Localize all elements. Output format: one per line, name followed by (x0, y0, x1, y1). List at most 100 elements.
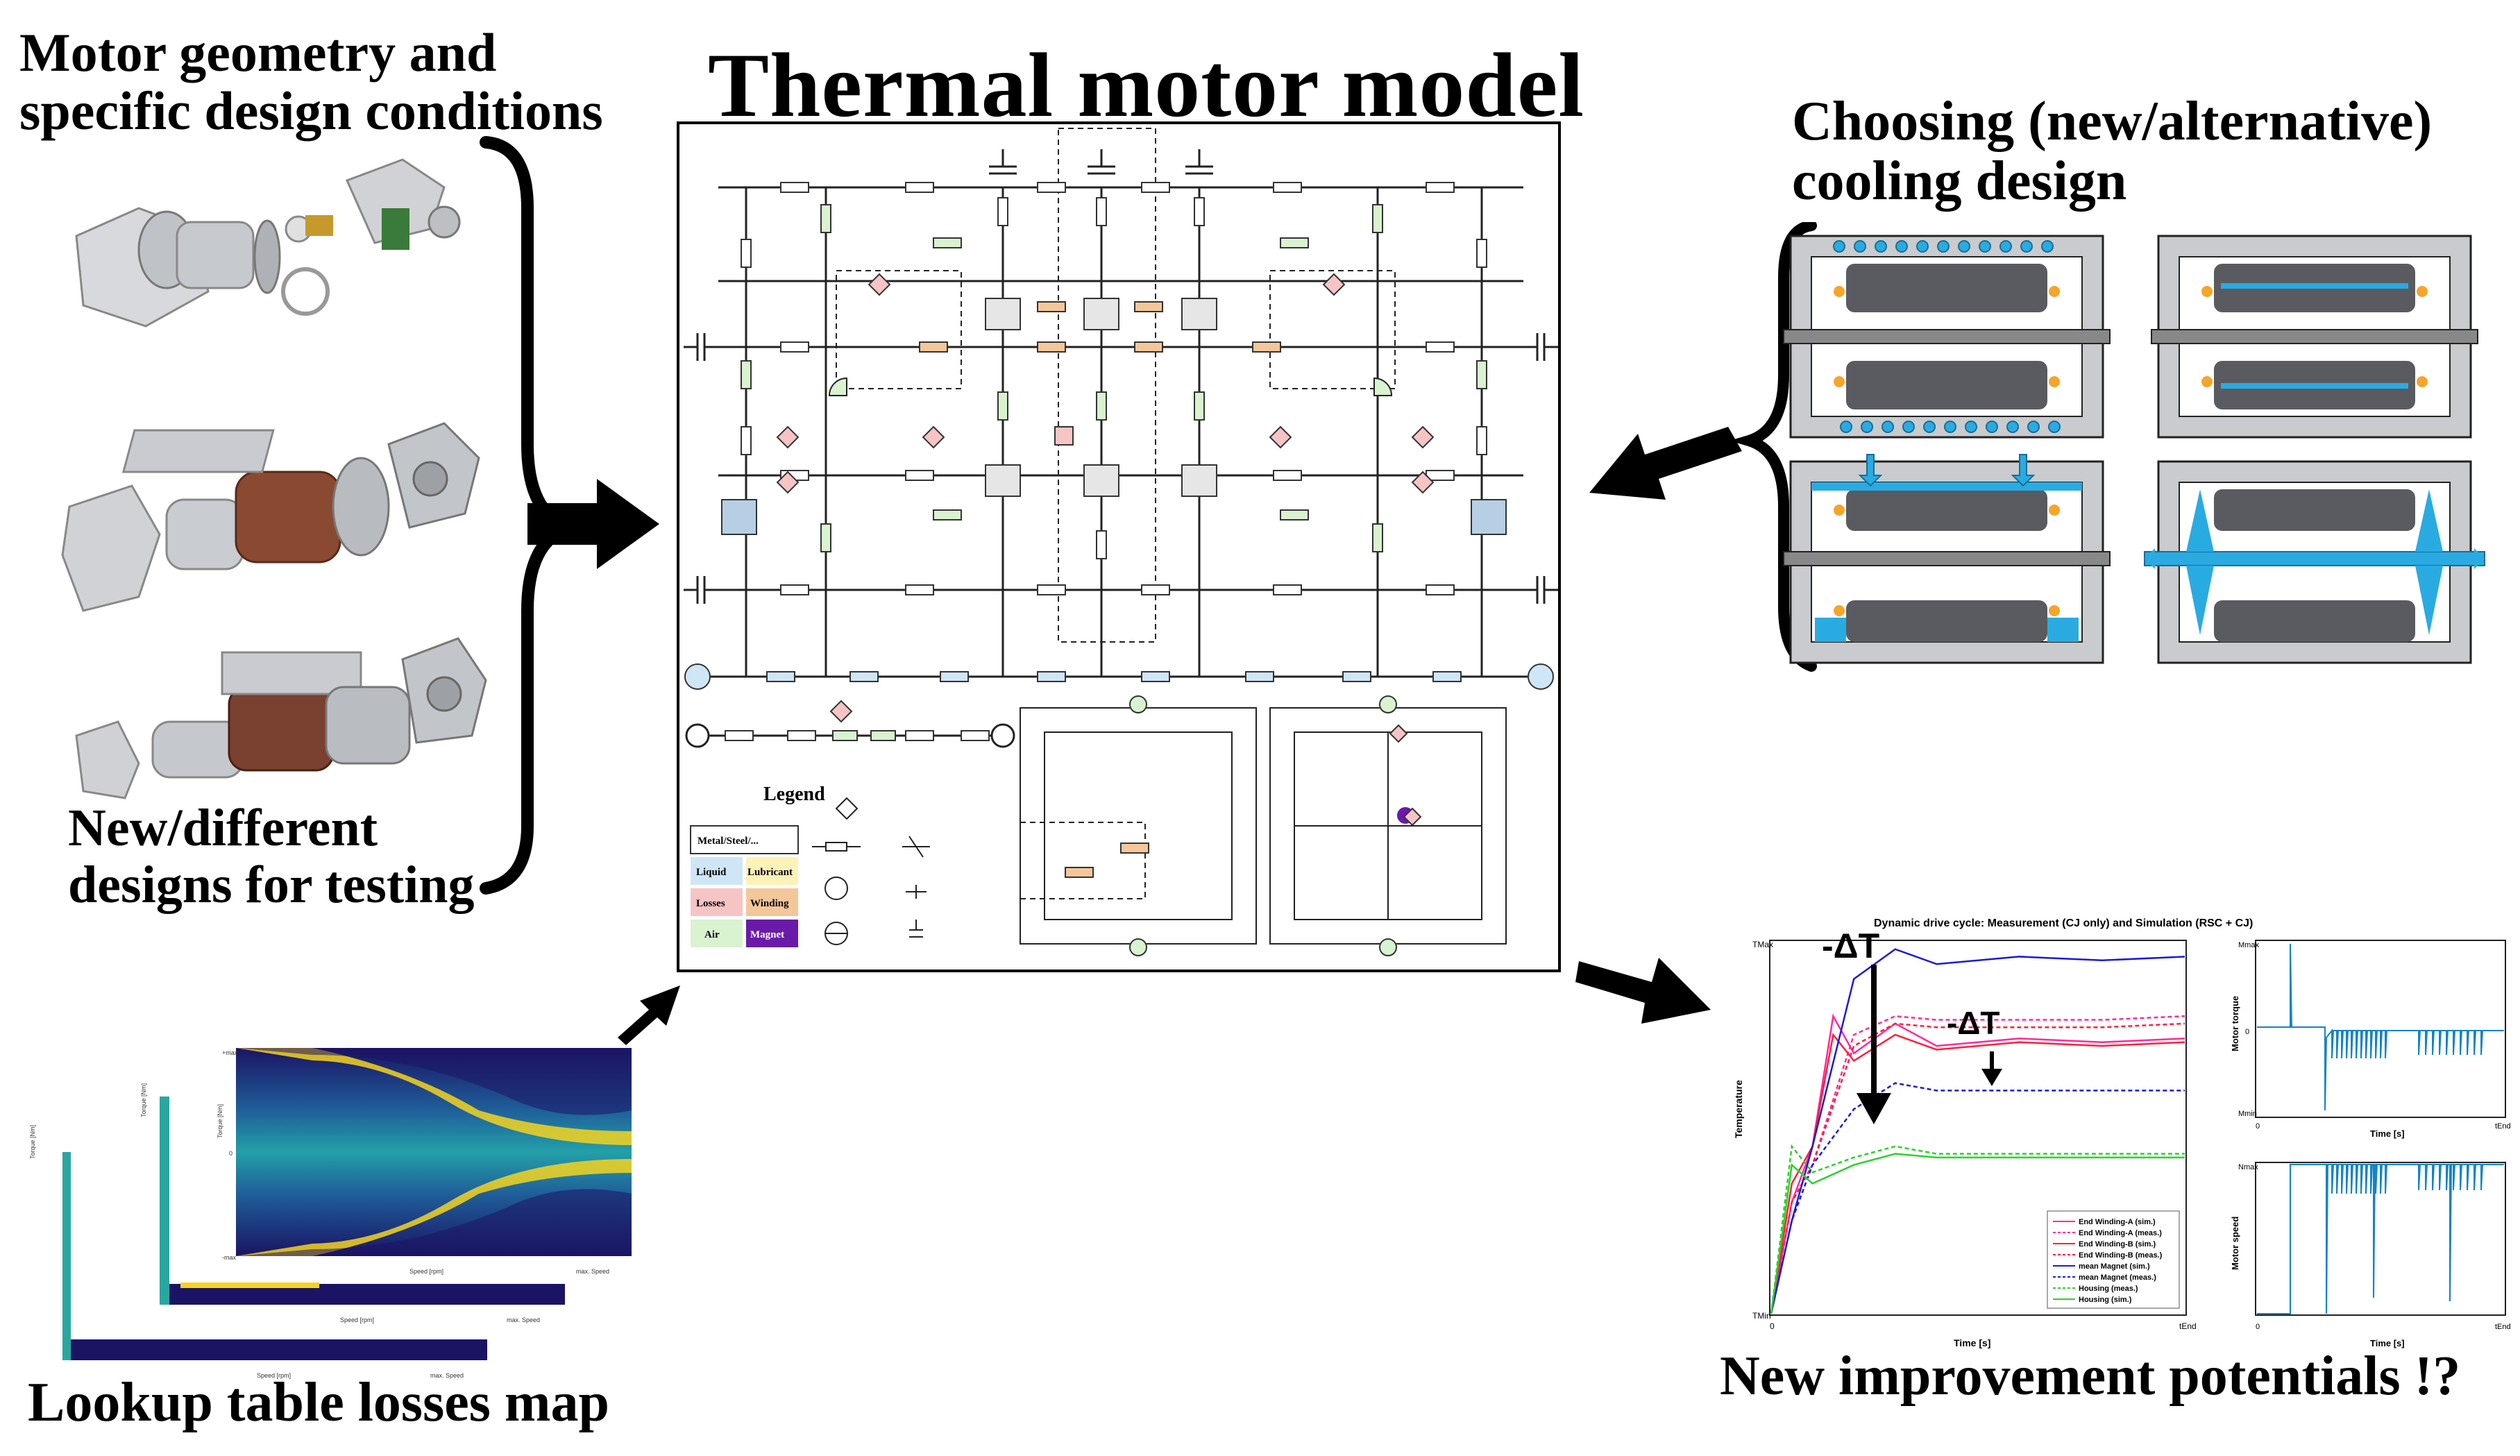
legend-metal: Metal/Steel/... (697, 836, 759, 847)
new-designs-title: New/different designs for testing (68, 799, 475, 913)
torque-ymin: Mmin (2238, 1110, 2257, 1118)
drive-cycle-title: Dynamic drive cycle: Measurement (CJ onl… (1874, 917, 2253, 929)
temperature-line-4 (1770, 948, 2185, 1314)
legend-losses: Losses (696, 898, 725, 909)
legend-label-5: mean Magnet (meas.) (2079, 1273, 2156, 1282)
heatmap-back-ylabel: Torque [Nm] (29, 1125, 36, 1159)
network-frame (677, 121, 1561, 972)
bottom-loss-icon (829, 700, 853, 723)
torque-yzero: 0 (2245, 1028, 2249, 1036)
motor-geometry-title: Motor geometry and specific design condi… (19, 22, 603, 142)
lookup-arrow-icon (618, 985, 680, 1045)
legend-label-2: End Winding-B (sim.) (2079, 1240, 2156, 1248)
delta-t-arrow-2: -ΔT (1947, 1005, 2002, 1086)
delta-t-arrow-1: -ΔT (1822, 926, 1891, 1124)
network-dashed-groups (836, 128, 1396, 643)
motor-drawing-2 (61, 422, 480, 612)
heatmap-back: Speed [rpm] Torque [Nm] max. Speed (29, 1125, 487, 1379)
heatmap-middle-xmax: max. Speed (507, 1317, 540, 1323)
legend-label-6: Housing (meas.) (2079, 1285, 2138, 1293)
input-arrow-icon (527, 479, 659, 569)
heatmap-middle: Speed [rpm] max. Speed Torque [Nm] (140, 1083, 565, 1323)
legend-lubricant: Lubricant (747, 867, 793, 878)
speed-xlabel: Time [s] (2370, 1338, 2405, 1348)
improvement-title: New improvement potentials !? (1720, 1346, 2461, 1407)
speed-ylabel: Motor speed (2230, 1217, 2240, 1270)
temperature-line-5 (1770, 1082, 2185, 1314)
temperature-line-6 (1770, 1144, 2185, 1314)
torque-series (2257, 943, 2504, 1111)
cooling-arrow-icon (1589, 427, 1742, 500)
legend-symbols (812, 797, 930, 945)
temperature-x0: 0 (1770, 1321, 1775, 1331)
heatmap-front-yzero: 0 (229, 1150, 232, 1157)
delta-t-label-1: -ΔT (1822, 926, 1879, 965)
torque-xend: tEnd (2495, 1122, 2511, 1131)
winding-resistor-symbols (919, 301, 1281, 353)
temperature-chart: Temperature Time [s] TMax TMin 0 tEnd En… (1733, 940, 2197, 1348)
temperature-xlabel: Time [s] (1954, 1337, 1990, 1348)
motor-drawing-3 (75, 637, 487, 799)
right-brace (1735, 222, 1817, 672)
delta-t-label-2: -ΔT (1947, 1005, 1999, 1041)
heatmap-middle-xlabel: Speed [rpm] (340, 1317, 374, 1323)
bottom-chain-air-resistors (832, 730, 896, 741)
results-charts: Dynamic drive cycle: Measurement (CJ onl… (1733, 917, 2511, 1348)
legend-liquid: Liquid (696, 867, 727, 878)
cooling-arrow (1589, 427, 1742, 500)
cooling-design-title-line1: Choosing (new/alternative) (1792, 91, 2433, 152)
legend-air: Air (704, 929, 720, 940)
cooling-designs (1735, 222, 2485, 672)
cooling-design-3 (1783, 454, 2111, 664)
network-nodes (985, 298, 1217, 497)
heatmap-front: Speed [rpm] max. Speed Torque [Nm] +max … (217, 1048, 632, 1275)
temperature-line-3 (1770, 1022, 2185, 1314)
speed-chart: Motor speed Time [s] Nmax 0 tEnd (2230, 1162, 2511, 1348)
heatmap-middle-ylabel: Torque [Nm] (140, 1083, 147, 1117)
liquid-resistor-symbols (721, 499, 1507, 682)
torque-ymax: Mmax (2238, 941, 2259, 949)
temperature-legend-entries: End Winding-A (sim.)End Winding-A (meas.… (2053, 1218, 2163, 1304)
legend-materials: Metal/Steel/... Liquid Lubricant Losses … (690, 825, 799, 947)
rotor-winding-symbols (1065, 843, 1149, 878)
temperature-xend: tEnd (2179, 1321, 2197, 1331)
speed-ymax: Nmax (2238, 1163, 2258, 1171)
legend-label-0: End Winding-A (sim.) (2079, 1218, 2156, 1226)
lookup-title: Lookup table losses map (28, 1372, 609, 1433)
capacitor-symbols (684, 149, 1558, 604)
bottom-chain-resistors (725, 730, 990, 741)
air-capacitor-symbols (828, 377, 1393, 396)
heatmap-front-ymax: +max (222, 1049, 238, 1056)
heatmap-back-xlabel: Speed [rpm] (257, 1372, 291, 1379)
legend-label-7: Housing (sim.) (2079, 1296, 2132, 1304)
temperature-ylabel: Temperature (1733, 1080, 1744, 1138)
results-arrow-icon (1575, 958, 1711, 1024)
flow-node-symbols (684, 663, 1554, 690)
motor-geometry-title-line2: specific design conditions (19, 81, 603, 142)
legend-label-3: End Winding-B (meas.) (2079, 1251, 2163, 1260)
thermal-network-diagram: Legend Metal/Steel/... Liquid Lubricant … (677, 121, 1561, 972)
heatmap-front-xmax: max. Speed (576, 1268, 609, 1275)
sub-network-loss-icons (1389, 724, 1422, 827)
heatmap-front-ylabel: Torque [Nm] (217, 1104, 223, 1138)
cooling-design-title: Choosing (new/alternative) cooling desig… (1792, 92, 2432, 212)
legend-label-4: mean Magnet (sim.) (2079, 1262, 2150, 1271)
cooling-design-2 (2151, 235, 2478, 439)
sub-network-air-nodes (1129, 695, 1397, 956)
speed-x0: 0 (2256, 1323, 2260, 1331)
cooling-design-4 (2144, 460, 2485, 664)
motor-illustrations (61, 136, 659, 895)
lookup-heatmaps: Speed [rpm] Torque [Nm] max. Speed Speed… (29, 1048, 632, 1379)
legend-title: Legend (763, 784, 825, 805)
new-designs-title-line1: New/different (68, 799, 378, 857)
speed-series (2257, 1164, 2504, 1314)
heatmap-back-xmax: max. Speed (430, 1372, 464, 1379)
thermal-model-title: Thermal motor model (708, 34, 1585, 136)
torque-chart: Motor torque Time [s] Mmax 0 Mmin 0 tEnd (2230, 940, 2511, 1139)
lookup-arrow (618, 985, 680, 1045)
speed-xend: tEnd (2495, 1323, 2511, 1331)
cooling-design-title-line2: cooling design (1792, 151, 2127, 212)
torque-xlabel: Time [s] (2370, 1128, 2405, 1139)
motor-geometry-title-line1: Motor geometry and (19, 22, 497, 83)
resistor-symbols (741, 182, 1487, 595)
